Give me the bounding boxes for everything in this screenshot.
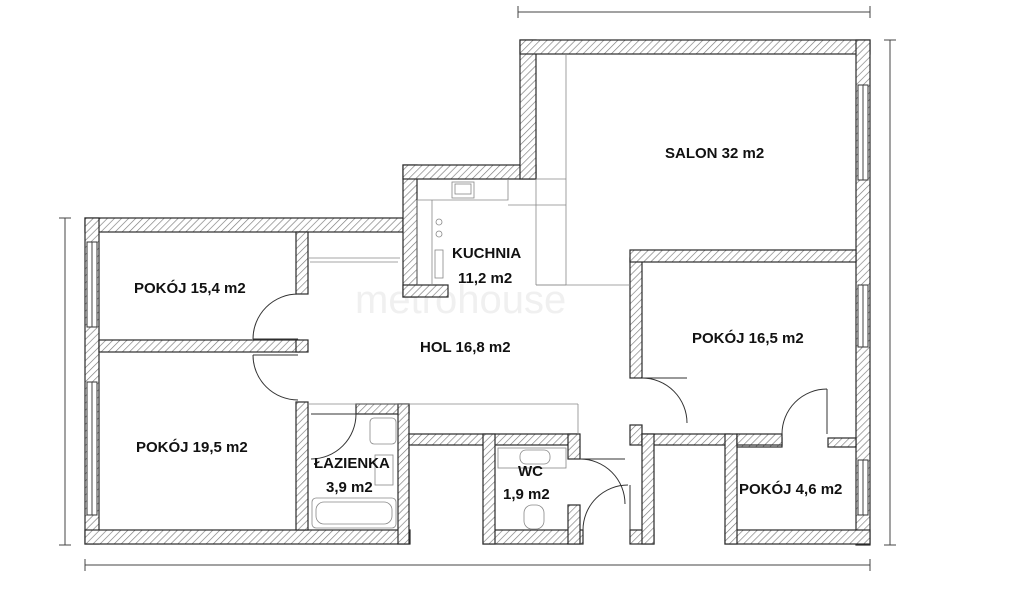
- label-pokoj-16-5: POKÓJ 16,5 m2: [692, 329, 804, 347]
- hol-fixtures: [308, 257, 630, 434]
- label-lazienka-area: 3,9 m2: [326, 479, 373, 496]
- label-kuchnia: KUCHNIA: [452, 245, 521, 262]
- label-wc: WC: [518, 463, 543, 480]
- label-hol: HOL 16,8 m2: [420, 339, 511, 356]
- label-wc-area: 1,9 m2: [503, 486, 550, 503]
- dimension-lines: [59, 6, 896, 571]
- label-lazienka: ŁAZIENKA: [314, 455, 390, 472]
- label-kuchnia-area: 11,2 m2: [458, 270, 512, 287]
- windows: [86, 84, 869, 516]
- kitchen-counter: [416, 54, 567, 286]
- label-salon: SALON 32 m2: [665, 145, 764, 162]
- label-pokoj-15-4: POKÓJ 15,4 m2: [134, 279, 246, 297]
- label-pokoj-4-6: POKÓJ 4,6 m2: [739, 480, 842, 498]
- doors: [252, 293, 828, 531]
- label-pokoj-19-5: POKÓJ 19,5 m2: [136, 438, 248, 456]
- room-labels: SALON 32 m2 KUCHNIA 11,2 m2 POKÓJ 15,4 m…: [134, 145, 842, 503]
- interior-walls: [98, 231, 857, 545]
- watermark-text: metrohouse: [355, 278, 566, 322]
- bathroom-fixtures: [311, 417, 567, 530]
